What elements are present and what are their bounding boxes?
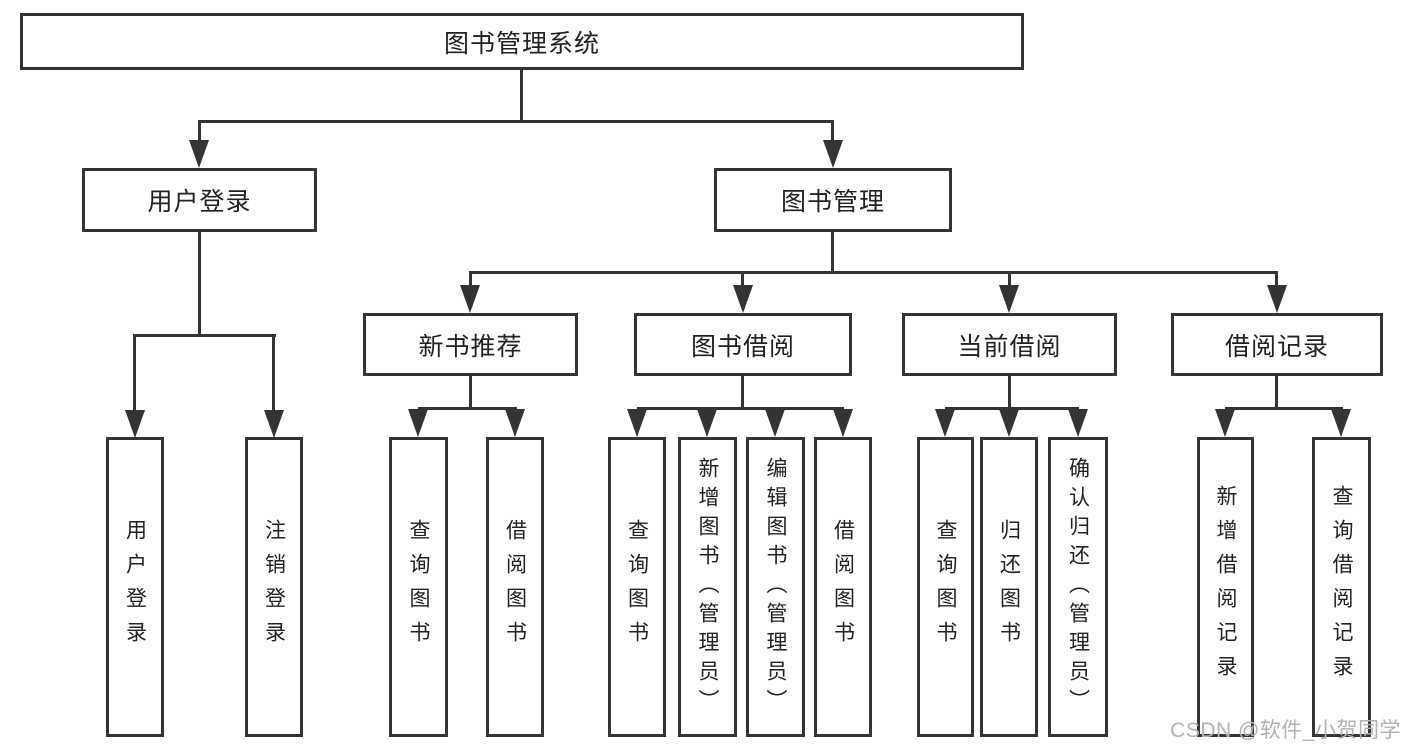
arrowhead-down-icon bbox=[460, 285, 480, 313]
arrowhead-down-icon bbox=[999, 285, 1019, 313]
connector-current-borrowing-hline bbox=[945, 407, 1079, 410]
connector-level3-stub bbox=[1008, 271, 1011, 287]
arrowhead-down-icon bbox=[408, 409, 428, 437]
arrowhead-down-icon bbox=[264, 410, 284, 438]
connector-book-mgmt-vline bbox=[831, 232, 834, 273]
leaf-query-borrow-record: 查询借阅记录 bbox=[1312, 437, 1371, 737]
connector-book-borrowing-vline bbox=[741, 376, 744, 409]
leaf-add-books-admin: 新增图书（管理员） bbox=[678, 437, 737, 737]
node-current-borrowing: 当前借阅 bbox=[902, 313, 1117, 376]
connector-level3-stub bbox=[469, 271, 472, 287]
leaf-user-login: 用户登录 bbox=[106, 437, 164, 737]
node-book-management: 图书管理 bbox=[714, 168, 952, 232]
leaf-query-books-borrowing: 查询图书 bbox=[608, 437, 666, 737]
arrowhead-down-icon bbox=[627, 409, 647, 437]
connector-leaf-stub bbox=[272, 334, 275, 412]
node-root: 图书管理系统 bbox=[20, 13, 1024, 70]
node-user-login: 用户登录 bbox=[82, 168, 317, 232]
arrowhead-down-icon bbox=[765, 409, 785, 437]
leaf-add-borrow-record: 新增借阅记录 bbox=[1197, 437, 1254, 737]
connector-level2-hline bbox=[198, 120, 834, 123]
node-new-book-recommend: 新书推荐 bbox=[363, 313, 578, 376]
connector-user-login-vline bbox=[198, 232, 201, 336]
arrowhead-down-icon bbox=[999, 409, 1019, 437]
connector-user-login-hline bbox=[134, 334, 276, 337]
arrowhead-down-icon bbox=[823, 140, 843, 168]
leaf-edit-books-admin: 编辑图书（管理员） bbox=[746, 437, 805, 737]
connector-new-books-vline bbox=[469, 376, 472, 409]
connector-book-mgmt-stub bbox=[831, 122, 834, 142]
node-borrowing-records: 借阅记录 bbox=[1171, 313, 1383, 376]
arrowhead-down-icon bbox=[697, 409, 717, 437]
leaf-confirm-return-admin: 确认归还（管理员） bbox=[1048, 437, 1108, 737]
connector-root-vline bbox=[520, 70, 523, 121]
leaf-return-books: 归还图书 bbox=[980, 437, 1038, 737]
arrowhead-down-icon bbox=[1331, 409, 1351, 437]
node-book-borrowing: 图书借阅 bbox=[634, 313, 852, 376]
arrowhead-down-icon bbox=[505, 409, 525, 437]
connector-borrowing-records-vline bbox=[1275, 376, 1278, 409]
connector-level3-stub bbox=[1275, 271, 1278, 287]
connector-level3-hline bbox=[469, 271, 1278, 274]
connector-new-books-hline bbox=[418, 407, 517, 410]
connector-leaf-stub bbox=[133, 334, 136, 412]
arrowhead-down-icon bbox=[1267, 285, 1287, 313]
arrowhead-down-icon bbox=[125, 410, 145, 438]
leaf-borrow-books-recommend: 借阅图书 bbox=[486, 437, 544, 737]
watermark: CSDN @软件_小贺同学 bbox=[1170, 719, 1401, 742]
leaf-borrow-books-borrowing: 借阅图书 bbox=[814, 437, 872, 737]
connector-current-borrowing-vline bbox=[1008, 376, 1011, 409]
leaf-query-books-recommend: 查询图书 bbox=[389, 437, 448, 737]
arrowhead-down-icon bbox=[733, 285, 753, 313]
connector-level3-stub bbox=[741, 271, 744, 287]
leaf-logout: 注销登录 bbox=[245, 437, 303, 737]
arrowhead-down-icon bbox=[1068, 409, 1088, 437]
arrowhead-down-icon bbox=[189, 140, 209, 168]
leaf-query-books-current: 查询图书 bbox=[917, 437, 974, 737]
connector-book-borrowing-hline bbox=[637, 407, 844, 410]
arrowhead-down-icon bbox=[833, 409, 853, 437]
connector-borrowing-records-hline bbox=[1225, 407, 1343, 410]
arrowhead-down-icon bbox=[935, 409, 955, 437]
connector-user-login-stub bbox=[198, 122, 201, 142]
arrowhead-down-icon bbox=[1215, 409, 1235, 437]
